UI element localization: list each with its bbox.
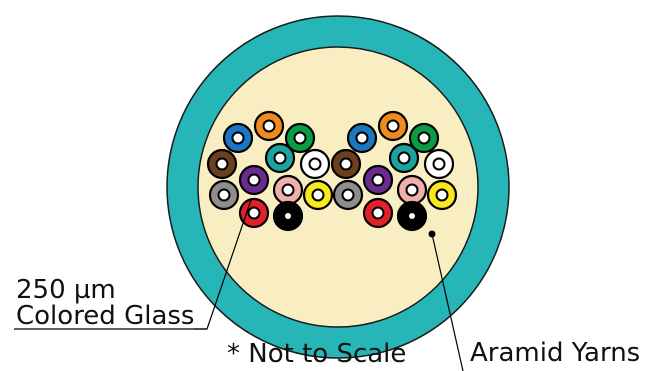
- fiber-red: [362, 197, 394, 229]
- fiber-yellow: [426, 179, 458, 211]
- fiber-size-label: 250 µm: [16, 275, 116, 305]
- fiber-red: [238, 197, 270, 229]
- fiber-rose: [272, 174, 304, 206]
- fiber-slate: [332, 179, 364, 211]
- fiber-orange: [253, 110, 285, 142]
- fiber-group-right: [330, 110, 458, 232]
- fiber-white: [299, 148, 331, 180]
- fiber-green: [408, 122, 440, 154]
- fiber-brown: [330, 148, 362, 180]
- fiber-white: [423, 148, 455, 180]
- fiber-yellow: [302, 179, 334, 211]
- scale-note: * Not to Scale: [227, 339, 406, 369]
- fiber-green: [284, 122, 316, 154]
- fiber-blue: [222, 122, 254, 154]
- fiber-violet: [362, 164, 394, 196]
- fiber-violet: [238, 164, 270, 196]
- aramid-leader-line: [431, 233, 464, 371]
- aramid-yarns-label: Aramid Yarns: [470, 338, 640, 368]
- fiber-rose: [396, 174, 428, 206]
- fiber-group-left: [206, 110, 334, 232]
- fiber-aqua: [388, 142, 420, 174]
- fiber-slate: [208, 179, 240, 211]
- fiber-black: [396, 200, 428, 232]
- fiber-orange: [377, 110, 409, 142]
- fiber-brown: [206, 148, 238, 180]
- fiber-type-label: Colored Glass: [16, 301, 194, 331]
- fiber-aqua: [264, 142, 296, 174]
- fiber-blue: [346, 122, 378, 154]
- fiber-black: [272, 200, 304, 232]
